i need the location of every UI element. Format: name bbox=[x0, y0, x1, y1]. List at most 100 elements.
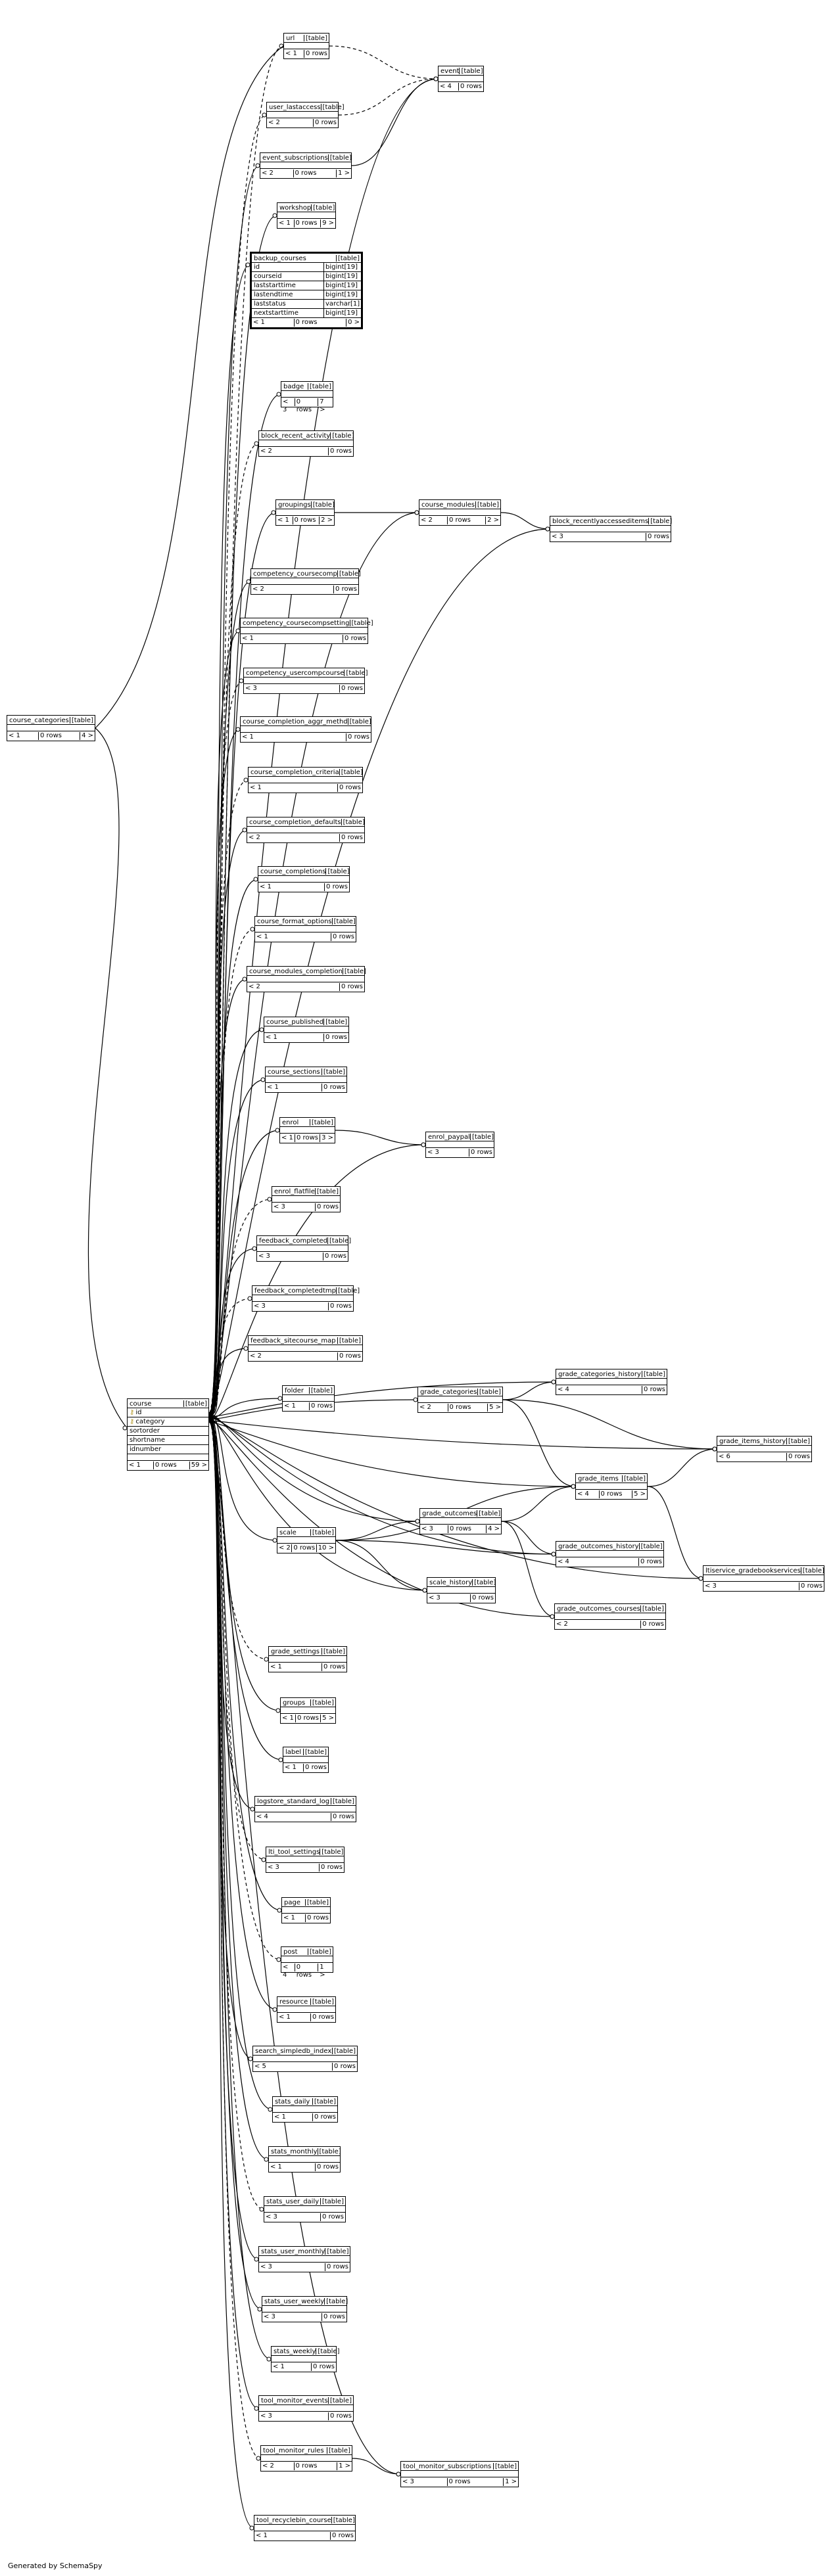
table-name[interactable]: feedback_completedtmp bbox=[254, 1287, 337, 1295]
table-header[interactable]: stats_user_monthly[table] bbox=[259, 2247, 350, 2256]
table-name[interactable]: workshop bbox=[279, 204, 312, 212]
table-name[interactable]: course_completions bbox=[260, 868, 326, 875]
table-name[interactable]: grade_categories_history bbox=[558, 1371, 641, 1378]
table-header[interactable]: workshop[table] bbox=[277, 203, 335, 212]
table-name[interactable]: feedback_completed bbox=[259, 1237, 327, 1245]
table-header[interactable]: block_recentlyaccesseditems[table] bbox=[550, 517, 672, 526]
table-name[interactable]: search_simpledb_index bbox=[255, 2048, 332, 2055]
table-header[interactable]: stats_user_weekly[table] bbox=[262, 2297, 348, 2306]
table-header[interactable]: course_categories[table] bbox=[7, 716, 95, 725]
table-header[interactable]: resource[table] bbox=[277, 1997, 335, 2006]
table-name[interactable]: competency_coursecompsetting bbox=[243, 620, 350, 627]
table-header[interactable]: groupings[table] bbox=[276, 500, 335, 509]
table-header[interactable]: course[table] bbox=[128, 1399, 208, 1408]
table-header[interactable]: scale_history[table] bbox=[427, 1578, 496, 1587]
table-header[interactable]: stats_monthly[table] bbox=[269, 2147, 341, 2156]
table-header[interactable]: logstore_standard_log[table] bbox=[255, 1797, 356, 1806]
table-header[interactable]: page[table] bbox=[282, 1898, 330, 1907]
table-name[interactable]: stats_weekly bbox=[274, 2348, 316, 2355]
table-header[interactable]: grade_categories_history[table] bbox=[556, 1369, 667, 1379]
table-header[interactable]: tool_recyclebin_course[table] bbox=[254, 2516, 355, 2525]
table-name[interactable]: tool_monitor_events bbox=[261, 2397, 328, 2404]
table-name[interactable]: competency_coursecomp bbox=[253, 570, 337, 578]
table-name[interactable]: competency_usercompcourse bbox=[246, 670, 345, 677]
table-name[interactable]: course_sections bbox=[268, 1069, 320, 1076]
table-name[interactable]: stats_user_daily bbox=[266, 2198, 320, 2205]
table-name[interactable]: lti_tool_settings bbox=[268, 1849, 320, 1856]
table-header[interactable]: tool_monitor_rules[table] bbox=[261, 2446, 352, 2455]
column-row[interactable]: ⚷id bbox=[128, 1408, 208, 1417]
column-row[interactable]: sortorder bbox=[128, 1427, 208, 1436]
table-header[interactable]: label[table] bbox=[283, 1747, 328, 1757]
table-name[interactable]: resource bbox=[279, 1998, 308, 2006]
table-name[interactable]: page bbox=[284, 1899, 300, 1906]
table-name[interactable]: grade_items bbox=[578, 1475, 619, 1483]
table-name[interactable]: course_format_options bbox=[257, 918, 332, 925]
table-header[interactable]: feedback_completed[table] bbox=[257, 1236, 351, 1245]
table-header[interactable]: ltiservice_gradebookservices[table] bbox=[703, 1566, 824, 1575]
table-header[interactable]: feedback_sitecourse_map[table] bbox=[249, 1336, 362, 1345]
table-name[interactable]: stats_user_monthly bbox=[261, 2248, 325, 2255]
table-name[interactable]: course_modules bbox=[421, 501, 475, 509]
table-header[interactable]: stats_weekly[table] bbox=[272, 2347, 340, 2356]
table-name[interactable]: scale bbox=[279, 1529, 297, 1536]
table-header[interactable]: enrol_flatfile[table] bbox=[272, 1187, 340, 1196]
table-name[interactable]: course_modules_completion bbox=[249, 968, 343, 975]
table-header[interactable]: user_lastaccess[table] bbox=[267, 103, 345, 112]
table-header[interactable]: competency_usercompcourse[table] bbox=[244, 668, 368, 678]
column-row[interactable]: ⚷category bbox=[128, 1417, 208, 1427]
table-header[interactable]: stats_user_daily[table] bbox=[264, 2197, 345, 2206]
table-header[interactable]: post[table] bbox=[281, 1947, 333, 1956]
table-name[interactable]: folder bbox=[285, 1387, 304, 1394]
table-name[interactable]: block_recentlyaccesseditems bbox=[552, 518, 649, 525]
table-header[interactable]: tool_monitor_subscriptions[table] bbox=[401, 2462, 518, 2471]
table-header[interactable]: course_format_options[table] bbox=[255, 917, 356, 926]
table-name[interactable]: grade_outcomes_courses bbox=[557, 1605, 640, 1613]
table-header[interactable]: grade_items[table] bbox=[576, 1474, 647, 1483]
table-header[interactable]: grade_items_history[table] bbox=[717, 1437, 811, 1446]
table-header[interactable]: stats_daily[table] bbox=[273, 2097, 337, 2106]
table-name[interactable]: course_completion_aggr_methd bbox=[243, 718, 348, 725]
table-name[interactable]: label bbox=[285, 1749, 302, 1756]
table-name[interactable]: post bbox=[283, 1948, 298, 1956]
table-name[interactable]: enrol_paypal bbox=[428, 1134, 470, 1141]
